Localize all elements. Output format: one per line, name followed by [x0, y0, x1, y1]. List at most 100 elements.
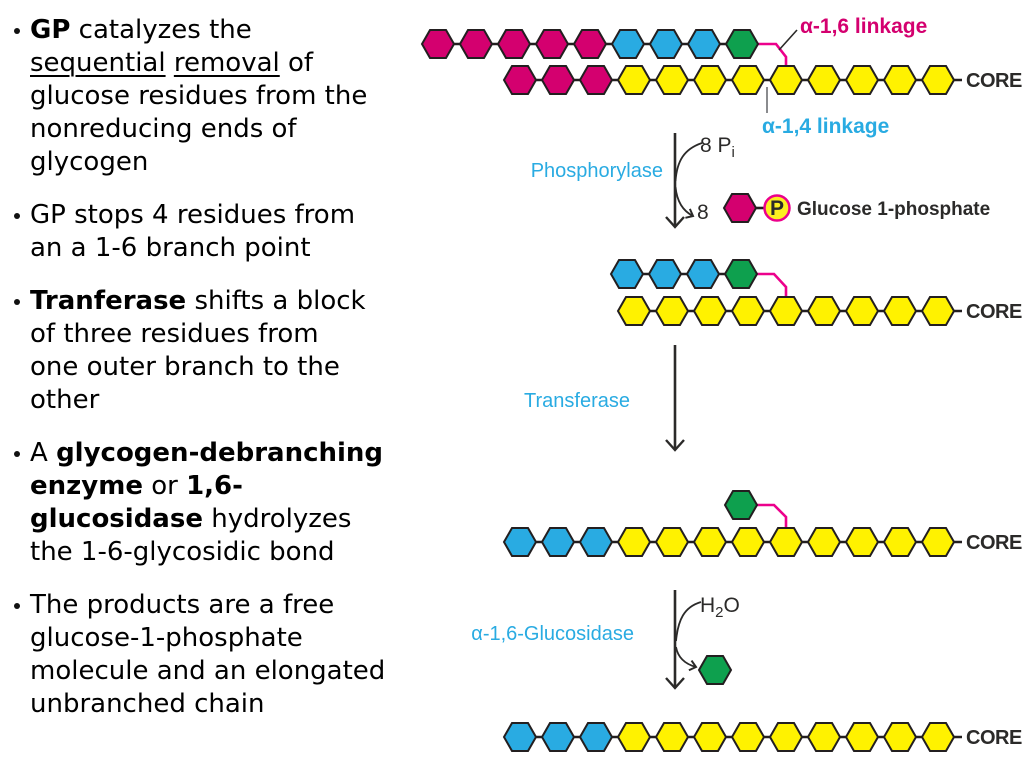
alpha16-linkage-stage1 — [758, 42, 788, 67]
bullet-item: GP stops 4 residues from an a 1-6 branch… — [6, 199, 418, 265]
glucose-hexagon-stage1-branch-4 — [534, 29, 570, 59]
core-label-1: CORE — [966, 70, 1022, 92]
alpha16-pointer-line — [778, 29, 798, 51]
glucose-hexagon-stage2-main-7 — [844, 296, 880, 326]
glucose-hexagon-stage4-main-8 — [768, 722, 804, 752]
h2o-label: H2O — [700, 594, 740, 621]
bullet-text: GP stops 4 residues from an a 1-6 branch… — [30, 200, 356, 263]
glucose-1-phosphate-label: Glucose 1-phosphate — [797, 199, 990, 220]
glucose-hexagon-stage2-main-6 — [806, 296, 842, 326]
stage3-branch-green-hexagon — [723, 490, 759, 520]
glucose-hexagon-stage1-branch-3 — [496, 29, 532, 59]
glucose-hexagon-stage4-main-3 — [578, 722, 614, 752]
glucose-hexagon-stage2-branch-3 — [685, 259, 721, 289]
glucose-hexagon-stage3-main-3 — [578, 527, 614, 557]
glucose-hexagon-stage2-branch-1 — [609, 259, 645, 289]
glucose-hexagon-stage3-main-10 — [844, 527, 880, 557]
g1p-out-curve — [674, 186, 695, 219]
bullet-item: The products are a free glucose-1-phosph… — [6, 589, 418, 721]
glucose-hexagon-stage1-branch-7 — [648, 29, 684, 59]
bullet-text: GP catalyzes the sequential removal of g… — [30, 15, 368, 177]
glucose-hexagon-stage2-main-1 — [616, 296, 652, 326]
glucose-hexagon-stage4-main-11 — [882, 722, 918, 752]
glucose-hexagon-stage1-main-11 — [882, 65, 918, 95]
glucose-hexagon-stage3-main-5 — [654, 527, 690, 557]
glucose-hexagon-stage2-main-3 — [692, 296, 728, 326]
glucose-hexagon-stage1-main-7 — [730, 65, 766, 95]
glucose-hexagon-stage3-main-8 — [768, 527, 804, 557]
bullet-dot — [14, 28, 20, 34]
bullet-dot — [14, 213, 20, 219]
glucose-hexagon-stage1-branch-2 — [458, 29, 494, 59]
glucose-hexagon-stage3-main-2 — [540, 527, 576, 557]
glucose-hexagon-stage1-branch-5 — [572, 29, 608, 59]
glucose-hexagon-stage1-branch-6 — [610, 29, 646, 59]
pi-label: 8 Pi — [700, 134, 735, 161]
glucose-hexagon-stage3-main-1 — [502, 527, 538, 557]
alpha16-linkage-stage3 — [757, 503, 788, 529]
glucose-hexagon-stage4-main-1 — [502, 722, 538, 752]
phosphate-p-label: P — [770, 197, 784, 220]
green-out-curve — [675, 646, 698, 672]
released-green-hexagon — [697, 655, 733, 685]
bullet-text: The products are a free glucose-1-phosph… — [30, 590, 386, 719]
phosphate-circle — [763, 194, 791, 222]
glucose-hexagon-stage1-main-5 — [654, 65, 690, 95]
glucose-hexagon-stage3-main-9 — [806, 527, 842, 557]
glucose-hexagon-stage2-main-9 — [920, 296, 956, 326]
glucose-hexagon-stage4-main-5 — [654, 722, 690, 752]
glucose-hexagon-stage1-main-2 — [540, 65, 576, 95]
glucose-hexagon-stage3-main-6 — [692, 527, 728, 557]
bullet-item: GP catalyzes the sequential removal of g… — [6, 14, 418, 179]
glucose-hexagon-stage4-main-12 — [920, 722, 956, 752]
glucose-hexagon-stage1-branch-8 — [686, 29, 722, 59]
glucosidase-label: α-1,6-Glucosidase — [471, 623, 634, 645]
bullet-list: GP catalyzes the sequential removal of g… — [6, 14, 418, 721]
glucose-hexagon-stage3-main-4 — [616, 527, 652, 557]
glucose-hexagon-stage4-main-2 — [540, 722, 576, 752]
glucose-hexagon-stage1-main-4 — [616, 65, 652, 95]
core-label-3: CORE — [966, 532, 1022, 554]
glucose-hexagon-stage1-main-6 — [692, 65, 728, 95]
eight-label: 8 — [697, 201, 709, 224]
pi-in-curve — [674, 142, 703, 182]
glucose-hexagon-stage1-main-8 — [768, 65, 804, 95]
glucose-hexagon-stage3-main-7 — [730, 527, 766, 557]
glucose-hexagon-stage4-main-9 — [806, 722, 842, 752]
glucose-hexagon-stage2-main-5 — [768, 296, 804, 326]
glucose-hexagon-stage3-main-11 — [882, 527, 918, 557]
glucose-hexagon-stage4-main-7 — [730, 722, 766, 752]
glucose-hexagon-stage4-main-4 — [616, 722, 652, 752]
glucose-hexagon-stage4-main-6 — [692, 722, 728, 752]
glucose-hexagon-stage2-main-4 — [730, 296, 766, 326]
glucose-1-phosphate-hexagon — [722, 193, 758, 223]
glucose-hexagon-stage2-branch-4 — [723, 259, 759, 289]
glucose-hexagon-stage4-main-10 — [844, 722, 880, 752]
core-label-2: CORE — [966, 301, 1022, 323]
glucose-hexagon-stage1-main-9 — [806, 65, 842, 95]
glucose-hexagon-stage1-main-3 — [578, 65, 614, 95]
bullet-item: A glycogen-debranching enzyme or 1,6- gl… — [6, 437, 418, 569]
transferase-label: Transferase — [524, 390, 630, 412]
glucose-hexagon-stage1-branch-1 — [420, 29, 456, 59]
glucose-hexagon-stage1-main-10 — [844, 65, 880, 95]
alpha16-linkage-stage2 — [757, 272, 788, 298]
bullet-text: Tranferase shifts a block of three resid… — [30, 286, 366, 415]
h2o-in-curve — [675, 601, 702, 642]
bullet-dot — [14, 451, 20, 457]
bullet-dot — [14, 299, 20, 305]
glucose-hexagon-stage3-main-12 — [920, 527, 956, 557]
bullet-dot — [14, 603, 20, 609]
glucose-hexagon-stage2-branch-2 — [647, 259, 683, 289]
glucose-hexagon-stage2-main-2 — [654, 296, 690, 326]
glucose-hexagon-stage2-main-8 — [882, 296, 918, 326]
bullet-text: A glycogen-debranching enzyme or 1,6- gl… — [30, 438, 384, 567]
phosphorylase-label: Phosphorylase — [531, 160, 663, 182]
alpha16-linkage-label: α-1,6 linkage — [800, 15, 927, 38]
bullet-item: Tranferase shifts a block of three resid… — [6, 285, 418, 417]
core-label-4: CORE — [966, 727, 1022, 749]
glucose-hexagon-stage1-main-1 — [502, 65, 538, 95]
alpha14-linkage-label: α-1,4 linkage — [762, 115, 889, 138]
